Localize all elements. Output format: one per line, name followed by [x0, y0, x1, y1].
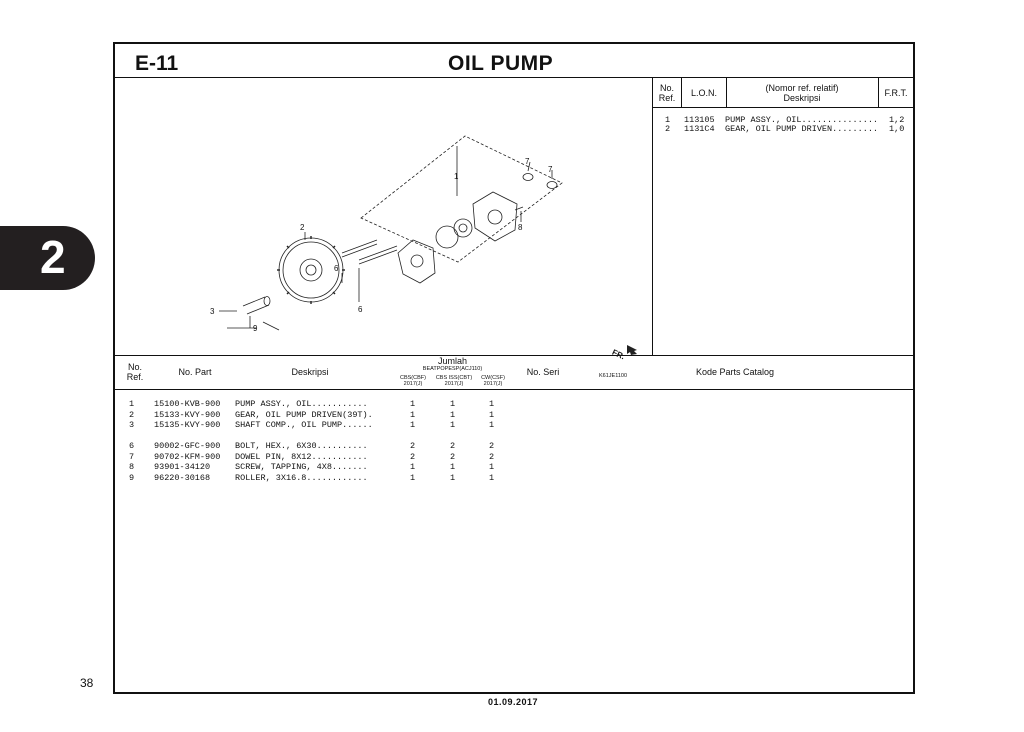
parts-table-top-line: [115, 355, 913, 356]
frt-col-divider: [878, 78, 879, 107]
lon-header: L.O.N.: [690, 88, 717, 98]
page-number: 38: [80, 676, 94, 690]
parts-desc-header: Deskripsi: [291, 367, 329, 377]
title-divider: [115, 77, 913, 78]
svg-text:7: 7: [548, 165, 553, 174]
diagram-divider: [652, 78, 653, 355]
ref-col-divider: [681, 78, 682, 107]
variant-1-header: CBS(CBF)2017(J): [400, 375, 426, 387]
table-row: 2 15133-KVY-900 GEAR, OIL PUMP DRIVEN(39…: [129, 409, 495, 420]
chapter-number: 2: [40, 231, 66, 283]
variant-3-header: CW(CSF)2017(J): [481, 375, 505, 387]
svg-text:2: 2: [300, 223, 305, 232]
svg-text:7: 7: [525, 157, 530, 166]
oil-pump-diagram: 1 2 3 6 6 7 7 8 9: [210, 135, 637, 355]
part-number-header: No. Part: [178, 367, 212, 377]
parts-table-body: 1 15100-KVB-900 PUMP ASSY., OIL.........…: [115, 399, 913, 499]
page-title: OIL PUMP: [448, 52, 554, 75]
svg-text:9: 9: [253, 324, 258, 333]
svg-text:6: 6: [334, 264, 339, 273]
parts-no-header: No.Ref.: [126, 362, 144, 382]
parts-table-header-line: [115, 389, 913, 390]
table-row: 7 90702-KFM-900 DOWEL PIN, 8X12.........…: [129, 451, 495, 462]
table-row: 6 90002-GFC-900 BOLT, HEX., 6X30........…: [129, 441, 495, 451]
ref-row: 1 113105 PUMP ASSY., OIL............... …: [665, 115, 905, 125]
table-row: 1 15100-KVB-900 PUMP ASSY., OIL.........…: [129, 399, 495, 409]
jumlah-header: Jumlah BEATPOPESP(ACJ110): [422, 356, 483, 372]
print-date: 01.09.2017: [488, 697, 539, 707]
ref-table-header-line: [652, 107, 913, 108]
page-frame: E-11 OIL PUMP: [113, 42, 915, 694]
ref-no-header: No.Ref.: [658, 83, 676, 103]
ref-row: 2 1131C4 GEAR, OIL PUMP DRIVEN......... …: [665, 124, 905, 134]
table-row: 3 15135-KVY-900 SHAFT COMP., OIL PUMP...…: [129, 420, 495, 430]
chapter-tab: 2: [0, 226, 95, 290]
table-row: 9 96220-30168 ROLLER, 3X16.8............…: [129, 472, 495, 483]
svg-text:6: 6: [358, 305, 363, 314]
diagram-code: K61JE1100: [599, 373, 628, 379]
svg-text:3: 3: [210, 307, 215, 316]
frt-header: F.R.T.: [884, 88, 908, 98]
table-row: 8 93901-34120 SCREW, TAPPING, 4X8.......…: [129, 462, 495, 472]
serial-header: No. Seri: [526, 367, 560, 377]
variant-2-header: CBS ISS(CBT)2017(J): [435, 375, 473, 387]
svg-text:8: 8: [518, 223, 523, 232]
ref-desc-header: (Nomor ref. relatif)Deskripsi: [765, 83, 839, 103]
section-code: E-11: [135, 52, 179, 75]
lon-col-divider: [726, 78, 727, 107]
svg-text:1: 1: [454, 172, 459, 181]
catalog-header: Kode Parts Catalog: [695, 367, 775, 377]
exploded-diagram: 1 2 3 6 6 7 7 8 9 FR. K61JE1100: [115, 78, 652, 379]
